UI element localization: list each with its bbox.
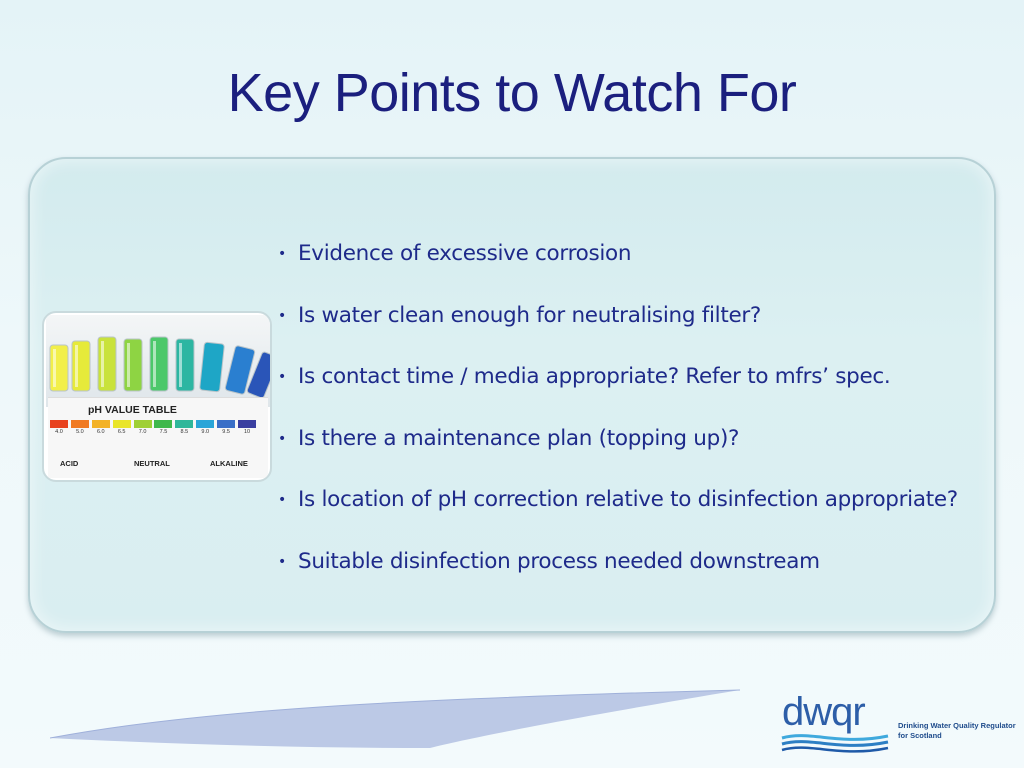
- ph-swatch-color: [238, 420, 257, 428]
- alkaline-label: ALKALINE: [210, 459, 248, 468]
- bullet-dot: •: [278, 430, 286, 447]
- ph-swatch-color: [217, 420, 236, 428]
- bullet-item: • Is water clean enough for neutralising …: [278, 300, 958, 362]
- bullet-item: • Is location of pH correction relative t…: [278, 484, 958, 546]
- bullet-text: Is contact time / media appropriate? Ref…: [298, 364, 891, 389]
- ph-swatch-color: [175, 420, 194, 428]
- bullet-dot: •: [278, 369, 286, 385]
- ph-swatch: 10: [238, 420, 257, 435]
- ph-swatch-value: 10: [243, 429, 251, 435]
- neutral-label: NEUTRAL: [134, 459, 170, 468]
- bullet-item: • Suitable disinfection process needed do…: [278, 546, 958, 608]
- ph-swatch-value: 7.5: [159, 429, 168, 435]
- bullet-dot: •: [278, 246, 286, 262]
- ph-swatch: 6.0: [91, 420, 110, 435]
- ph-swatch: 8.5: [175, 420, 194, 435]
- bullet-dot: •: [278, 492, 286, 508]
- ph-swatch-color: [196, 420, 215, 428]
- ph-swatch-color: [133, 420, 152, 428]
- bullet-list: • Evidence of excessive corrosion • Is wate…: [278, 238, 958, 607]
- decorative-wave: [50, 689, 740, 748]
- ph-swatch-value: 8.5: [180, 429, 189, 435]
- bullet-text: Suitable disinfection process needed dow…: [298, 548, 820, 574]
- logo-tagline: Drinking Water Quality Regulator for Sco…: [898, 721, 1016, 741]
- ph-swatch-value: 9.5: [222, 429, 230, 435]
- logo-tagline-line1: Drinking Water Quality Regulator: [898, 721, 1016, 730]
- dwqr-logo: dwqr Drinking Water Quality Regulator fo…: [780, 690, 1016, 758]
- ph-swatch-value: 7.0: [138, 429, 147, 435]
- ph-swatch-color: [91, 420, 110, 428]
- ph-color-scale: 4.0 5.0 6.0 6.5 7.0 7.5 8.5 9.0 9.5 10: [50, 420, 259, 435]
- ph-swatch-color: [50, 420, 68, 428]
- test-tubes-illustration: [46, 315, 270, 407]
- ph-swatch-color: [70, 420, 89, 428]
- ph-swatch: 6.5: [112, 420, 131, 435]
- bullet-text: Is water clean enough for neutralising f…: [298, 302, 762, 328]
- ph-swatch: 4.0: [50, 420, 68, 435]
- acid-label: ACID: [60, 459, 79, 468]
- ph-test-image: pH VALUE TABLE 4.0 5.0 6.0 6.5 7.0 7.5 8.5 9.0 9…: [42, 311, 272, 482]
- ph-swatch: 5.0: [70, 420, 89, 435]
- bullet-item: • Is there a maintenance plan (topping up…: [278, 423, 958, 485]
- logo-waves-icon: [781, 734, 889, 753]
- slide-title: Key Points to Watch For: [227, 63, 797, 123]
- ph-swatch: 9.0: [196, 420, 215, 435]
- ph-value-table: pH VALUE TABLE 4.0 5.0 6.0 6.5 7.0 7.5 8.5 9.0 9…: [48, 397, 268, 478]
- ph-swatch-value: 4.0: [55, 429, 63, 435]
- ph-swatch-color: [154, 420, 173, 428]
- ph-swatch-value: 6.5: [117, 429, 126, 435]
- ph-swatch-value: 5.0: [76, 429, 84, 435]
- bullet-text: Evidence of excessive corrosion: [298, 241, 632, 266]
- logo-mark: dwqr: [782, 690, 866, 734]
- ph-swatch: 7.5: [154, 420, 173, 435]
- bullet-text: Is location of pH correction relative to…: [298, 487, 958, 512]
- ph-swatch: 7.0: [133, 420, 152, 435]
- ph-swatch-color: [112, 420, 131, 428]
- ph-swatch: 9.5: [217, 420, 236, 435]
- ph-swatch-value: 9.0: [201, 429, 210, 435]
- bullet-item: • Is contact time / media appropriate? Re…: [278, 361, 958, 423]
- ph-table-heading: pH VALUE TABLE: [88, 404, 177, 416]
- bullet-dot: •: [278, 553, 286, 570]
- bullet-item: • Evidence of excessive corrosion: [278, 238, 958, 300]
- logo-tagline-line2: for Scotland: [898, 731, 942, 740]
- bullet-dot: •: [278, 307, 286, 324]
- bullet-text: Is there a maintenance plan (topping up)…: [298, 425, 740, 451]
- ph-swatch-value: 6.0: [96, 429, 105, 435]
